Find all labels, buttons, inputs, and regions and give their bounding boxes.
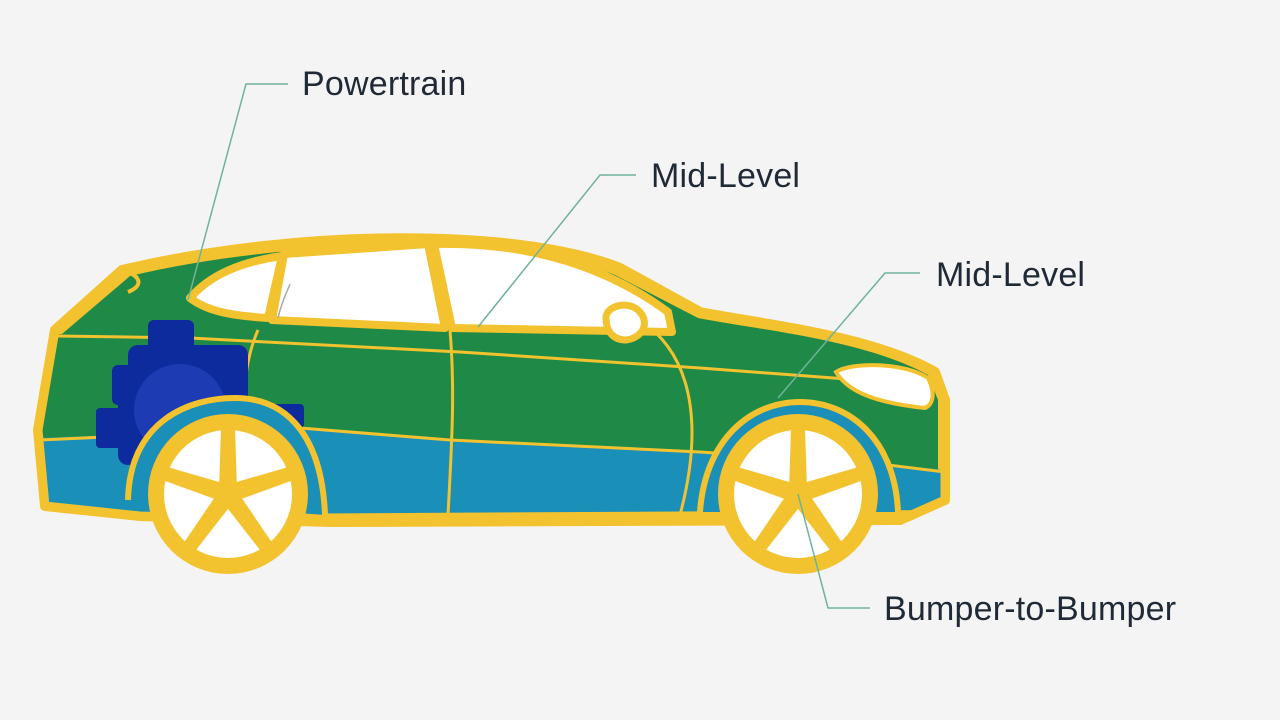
label-powertrain: Powertrain <box>302 65 467 103</box>
label-mid-level-lower: Mid-Level <box>936 256 1086 294</box>
headlight <box>833 363 935 411</box>
leader-line-mid-level-lower <box>777 272 920 399</box>
leader-lines <box>187 83 920 609</box>
leader-line-powertrain <box>187 83 288 301</box>
windows <box>186 239 676 344</box>
label-bumper-to-bumper: Bumper-to-Bumper <box>884 590 1177 628</box>
side-mirror <box>602 301 648 344</box>
label-mid-level-upper: Mid-Level <box>651 157 801 195</box>
rear-door-window <box>268 240 449 332</box>
leader-line-mid-level-upper <box>477 174 636 328</box>
leader-line-bumper-to-bumper <box>797 493 870 609</box>
rear-wheel <box>148 414 308 574</box>
